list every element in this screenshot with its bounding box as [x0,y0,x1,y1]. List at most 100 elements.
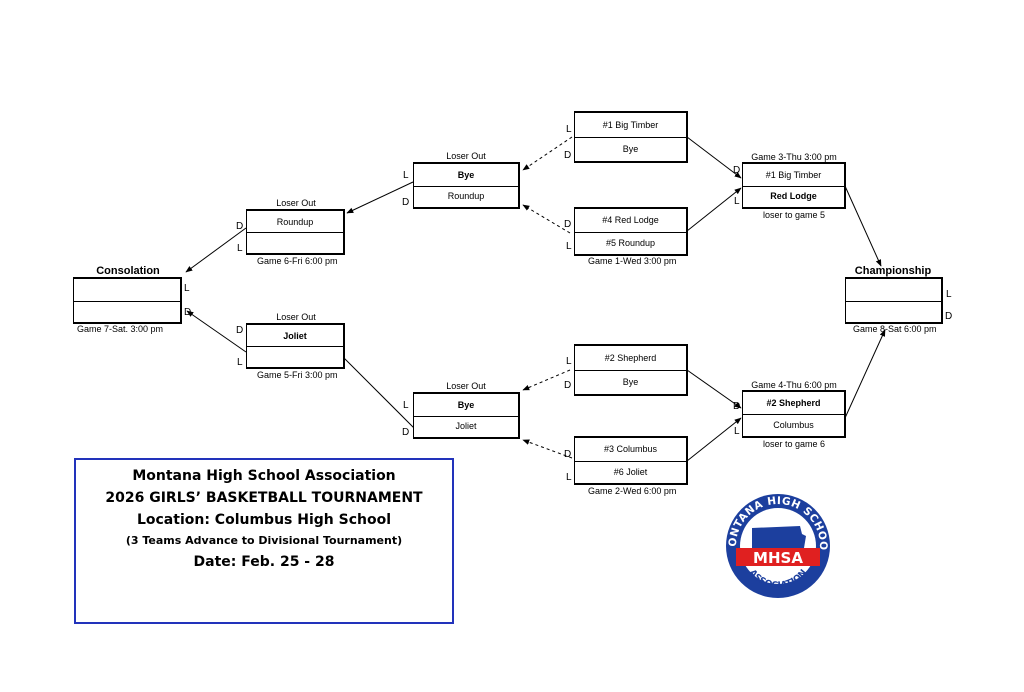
connector-line [686,136,742,179]
loss-marker: L [403,170,409,181]
game-7-caption: Game 7-Sat. 3:00 pm [77,324,164,334]
game-2-team-1: #3 Columbus [575,438,686,462]
game-1-box: #4 Red Lodge #5 Roundup [574,207,688,256]
game-3-caption: loser to game 5 [763,210,826,220]
dashed-connector-line [522,136,573,171]
double-marker: D [564,219,572,230]
game-1-team-1: #4 Red Lodge [575,209,686,233]
connector-line [346,181,414,214]
montana-state-icon [752,526,806,548]
tournament-info-box: Montana High School Association 2026 GIR… [74,458,454,624]
game-2-box: #3 Columbus #6 Joliet [574,436,688,485]
loser-out-top-team-2: Roundup [447,191,485,202]
loss-marker: L [237,243,243,254]
loss-marker: L [184,283,190,294]
game-8-slot-1 [846,279,941,302]
game-3-team-2: Red Lodge [770,191,817,202]
game-6-team-2 [247,232,343,253]
tournament-location: Location: Columbus High School [136,512,392,528]
game-3-team-1: #1 Big Timber [743,164,844,187]
consolation-header: Consolation [96,265,160,277]
game-5-box: Joliet [246,323,345,369]
game-8-slot-2 [846,301,941,323]
loss-marker: L [403,400,409,411]
game-7-slot-2 [74,301,180,323]
dashed-connector-line [522,439,573,459]
game-3-header: Game 3-Thu 3:00 pm [751,152,837,162]
double-marker: D [564,150,572,161]
connector-line [844,185,882,267]
double-marker: D [564,380,572,391]
loser-out-top-box: Bye Roundup [413,162,520,209]
dashed-connector-line [522,369,571,391]
double-marker: D [564,449,572,460]
game-1-team-2: #5 Roundup [605,237,656,248]
double-marker: D [402,197,410,208]
connector-line [686,369,742,409]
loss-marker: L [734,426,740,437]
game-6-caption: Game 6-Fri 6:00 pm [257,256,338,266]
connector-line [343,357,415,429]
connector-line [844,329,886,419]
tournament-dates: Date: Feb. 25 - 28 [193,554,335,570]
game-4-team-2: Columbus [773,420,814,430]
game-3-box: #1 Big Timber Red Lodge [742,162,846,209]
loss-marker: L [734,196,740,207]
game-1-caption: Game 1-Wed 3:00 pm [588,256,677,266]
dashed-connector-line [522,204,571,234]
advance-note: (3 Teams Advance to Divisional Tournamen… [125,534,403,547]
loss-marker: L [566,124,572,135]
connector-line [185,227,247,273]
double-marker: D [733,165,741,176]
game-6-team-1: Roundup [247,211,343,233]
connector-line [186,310,247,353]
game-7-box [73,277,182,324]
double-marker: D [402,427,410,438]
double-marker: D [236,325,244,336]
loser-out-top-header: Loser Out [446,151,486,161]
game-5-header: Loser Out [276,312,316,322]
championship-header: Championship [854,265,932,277]
mid-bye-team-1: #2 Shepherd [575,346,686,371]
top-bye-box: #1 Big Timber Bye [574,111,688,163]
loser-out-bottom-header: Loser Out [446,381,486,391]
top-bye-team-1: #1 Big Timber [575,113,686,138]
loss-marker: L [237,357,243,368]
game-4-header: Game 4-Thu 6:00 pm [751,380,837,390]
game-2-team-2: #6 Joliet [613,466,648,477]
game-4-team-1: #2 Shepherd [743,392,844,415]
top-bye-team-2: Bye [622,144,639,154]
game-8-caption: Game 8-Sat 6:00 pm [853,324,937,334]
connector-line [686,187,742,232]
game-5-caption: Game 5-Fri 3:00 pm [257,370,338,380]
connector-line [686,417,742,462]
logo-acronym: MHSA [753,549,803,567]
game-8-box [845,277,943,324]
mhsa-logo: MONTANA HIGH SCHOOL MHSA ASSOCIATION [722,490,830,598]
loss-marker: L [566,472,572,483]
game-6-box: Roundup [246,209,345,255]
loser-out-bottom-box: Bye Joliet [413,392,520,439]
tournament-title: 2026 GIRLS’ BASKETBALL TOURNAMENT [105,490,423,506]
game-5-team-2 [247,346,343,367]
loser-out-bottom-team-2: Joliet [455,421,477,432]
mid-bye-team-2: Bye [622,377,639,387]
double-marker: D [945,311,953,322]
double-marker: D [236,221,244,232]
loss-marker: L [946,289,952,300]
association-name: Montana High School Association [132,468,396,484]
logo-red-band [736,548,820,566]
loss-marker: L [566,241,572,252]
double-marker: D [184,307,192,318]
mid-bye-box: #2 Shepherd Bye [574,344,688,396]
loser-out-top-team-1: Bye [414,164,518,187]
loss-marker: L [566,356,572,367]
game-7-slot-1 [74,279,180,302]
game-4-caption: loser to game 6 [763,439,826,449]
loser-out-bottom-team-1: Bye [414,394,518,417]
game-5-team-1: Joliet [247,325,343,347]
game-4-box: #2 Shepherd Columbus [742,390,846,438]
game-6-header: Loser Out [276,198,316,208]
game-2-caption: Game 2-Wed 6:00 pm [588,486,677,496]
